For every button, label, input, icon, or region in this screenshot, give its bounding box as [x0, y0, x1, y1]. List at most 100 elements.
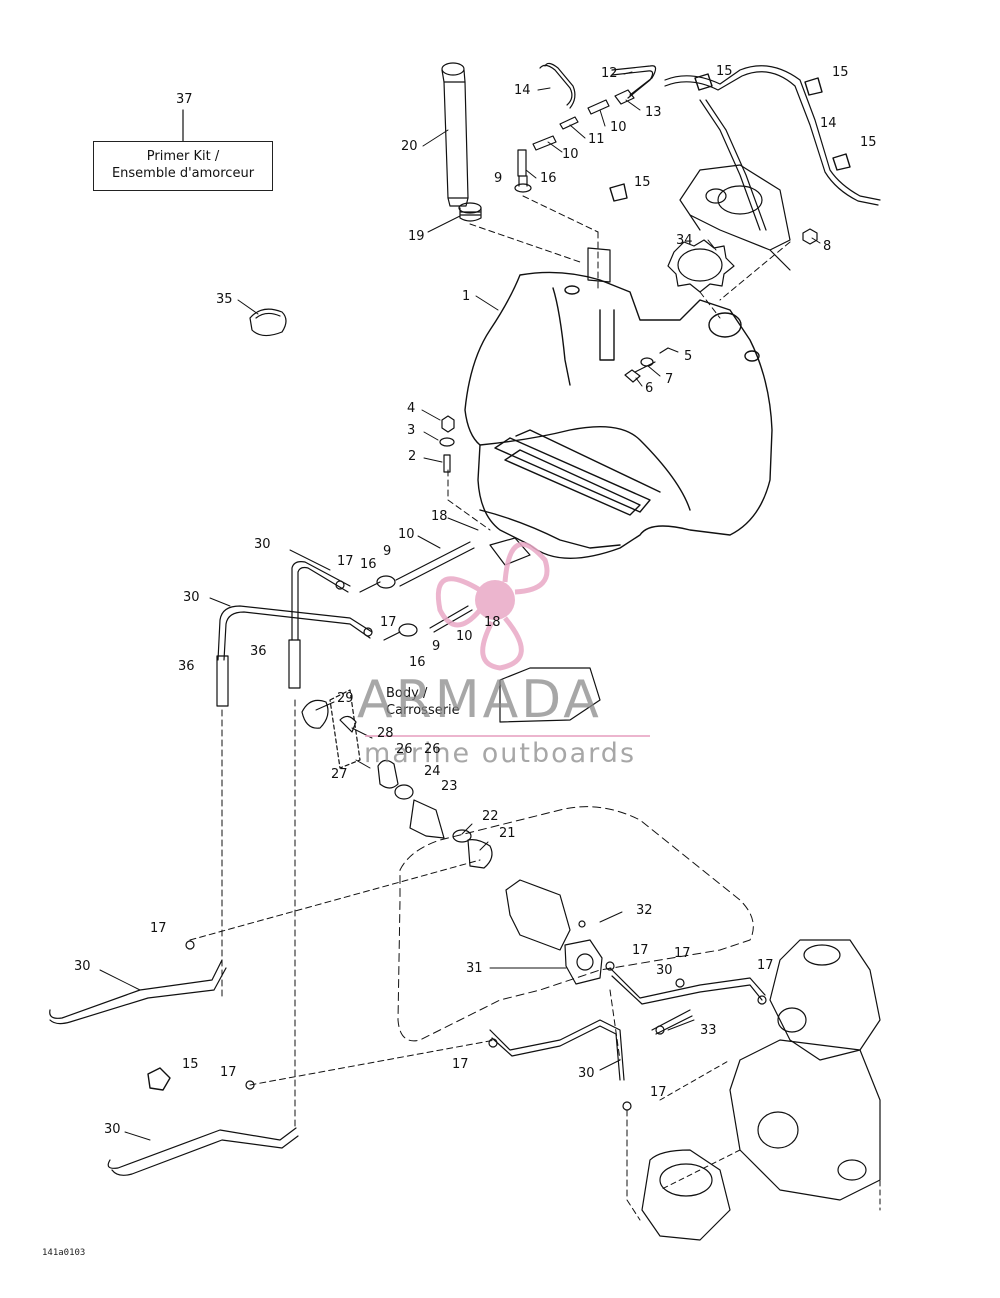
callout-label: 26: [396, 742, 413, 757]
callout-label: 37: [176, 92, 193, 107]
callout-label: 8: [823, 239, 832, 254]
callout-label: 15: [860, 135, 877, 150]
callout-label: 17: [220, 1065, 237, 1080]
callout-label: 17: [757, 958, 774, 973]
callout-label: 10: [562, 147, 579, 162]
hose-30-center: [489, 1019, 625, 1081]
callout-label: 33: [700, 1023, 717, 1038]
vent-hose-upper: [539, 62, 657, 109]
callout-label: 35: [216, 292, 233, 307]
callout-label: 17: [452, 1057, 469, 1072]
fittings-top: [517, 89, 635, 177]
callout-label: 9: [494, 171, 503, 186]
callout-label: 19: [408, 229, 425, 244]
callout-label: 1: [462, 289, 471, 304]
vent-hose-lower: [664, 65, 881, 231]
watermark-subtitle: marine outboards: [364, 738, 637, 769]
callout-label: 18: [484, 615, 501, 630]
body-label-en: Body /: [386, 686, 428, 701]
hose-30-lower-right: [609, 967, 766, 1035]
strap-35: [249, 308, 287, 337]
callout-label: 34: [676, 233, 693, 248]
washer-9b: [376, 575, 396, 589]
callout-label: 17: [650, 1085, 667, 1100]
callout-label: 28: [377, 726, 394, 741]
callout-label: 17: [674, 946, 691, 961]
callout-label: 10: [456, 629, 473, 644]
callout-label: 27: [331, 767, 348, 782]
fuel-tank: [464, 271, 773, 559]
callout-label: 9: [432, 639, 441, 654]
callout-label: 30: [104, 1122, 121, 1137]
callout-label: 15: [182, 1057, 199, 1072]
nut-4: [441, 415, 455, 433]
callout-label: 20: [401, 139, 418, 154]
callout-label: 15: [832, 65, 849, 80]
callout-label: 31: [466, 961, 483, 976]
hose-30-upper: [217, 561, 373, 661]
callout-label: 30: [578, 1066, 595, 1081]
assembly-dashed-lines: [189, 195, 791, 1221]
callout-label: 26: [424, 742, 441, 757]
callout-label: 7: [665, 372, 674, 387]
clamp-17-group: [185, 580, 767, 1111]
sleeve-36b: [288, 639, 301, 689]
primer-kit-label: Primer Kit /: [146, 149, 220, 164]
washer-7: [640, 357, 654, 367]
callout-label: 30: [74, 959, 91, 974]
body-label-fr: Carrosserie: [386, 703, 460, 718]
body-label: Body / Carrosserie: [386, 685, 460, 719]
callout-label: 24: [424, 764, 441, 779]
hose-30-left: [49, 959, 299, 1176]
callout-label: 3: [407, 423, 416, 438]
callout-label: 16: [409, 655, 426, 670]
callout-label: 10: [398, 527, 415, 542]
nut-8: [802, 228, 818, 245]
callout-label: 12: [601, 66, 618, 81]
clip-15-group: [147, 73, 851, 1091]
callout-label: 4: [407, 401, 416, 416]
callout-label: 21: [499, 826, 516, 841]
fuel-cap: [667, 239, 735, 293]
callout-label: 13: [645, 105, 662, 120]
callout-label: 5: [684, 349, 693, 364]
callout-label: 23: [441, 779, 458, 794]
fuel-line-center: [395, 541, 475, 633]
frame-outline: [397, 806, 754, 1042]
washer-3: [439, 437, 455, 447]
drawing-id: 141a0103: [42, 1248, 86, 1258]
stud-2: [443, 454, 451, 473]
callout-label: 30: [183, 590, 200, 605]
support-bracket: [679, 164, 791, 271]
callout-leaders: [99, 71, 821, 1141]
callout-label: 29: [337, 691, 354, 706]
callout-label: 22: [482, 809, 499, 824]
callout-label: 17: [632, 943, 649, 958]
engine-dashed-lines: [659, 1059, 881, 1211]
callout-label: 2: [408, 449, 417, 464]
body-panel: [499, 667, 601, 723]
callout-label: 15: [716, 64, 733, 79]
callout-label: 36: [250, 644, 267, 659]
bolt-6: [624, 361, 656, 383]
watermark-logo: [435, 541, 550, 671]
callout-label: 6: [645, 381, 654, 396]
primer-kit-label-fr: Ensemble d'amorceur: [111, 166, 255, 181]
callout-label: 10: [610, 120, 627, 135]
callout-label: 17: [380, 615, 397, 630]
fuel-pump: [505, 879, 603, 985]
callout-label: 14: [514, 83, 531, 98]
primer-kit-box: Primer Kit / Ensemble d'amorceur: [93, 141, 273, 191]
callout-label: 15: [634, 175, 651, 190]
callout-label: 17: [150, 921, 167, 936]
washer-9c: [398, 623, 418, 637]
pickup-bracket: [489, 537, 531, 566]
filler-grommet: [458, 202, 482, 222]
watermark-title: ARMADA: [357, 670, 602, 730]
callout-label: 17: [337, 554, 354, 569]
callout-label: 18: [431, 509, 448, 524]
part-5: [659, 347, 669, 354]
callout-label: 16: [540, 171, 557, 186]
